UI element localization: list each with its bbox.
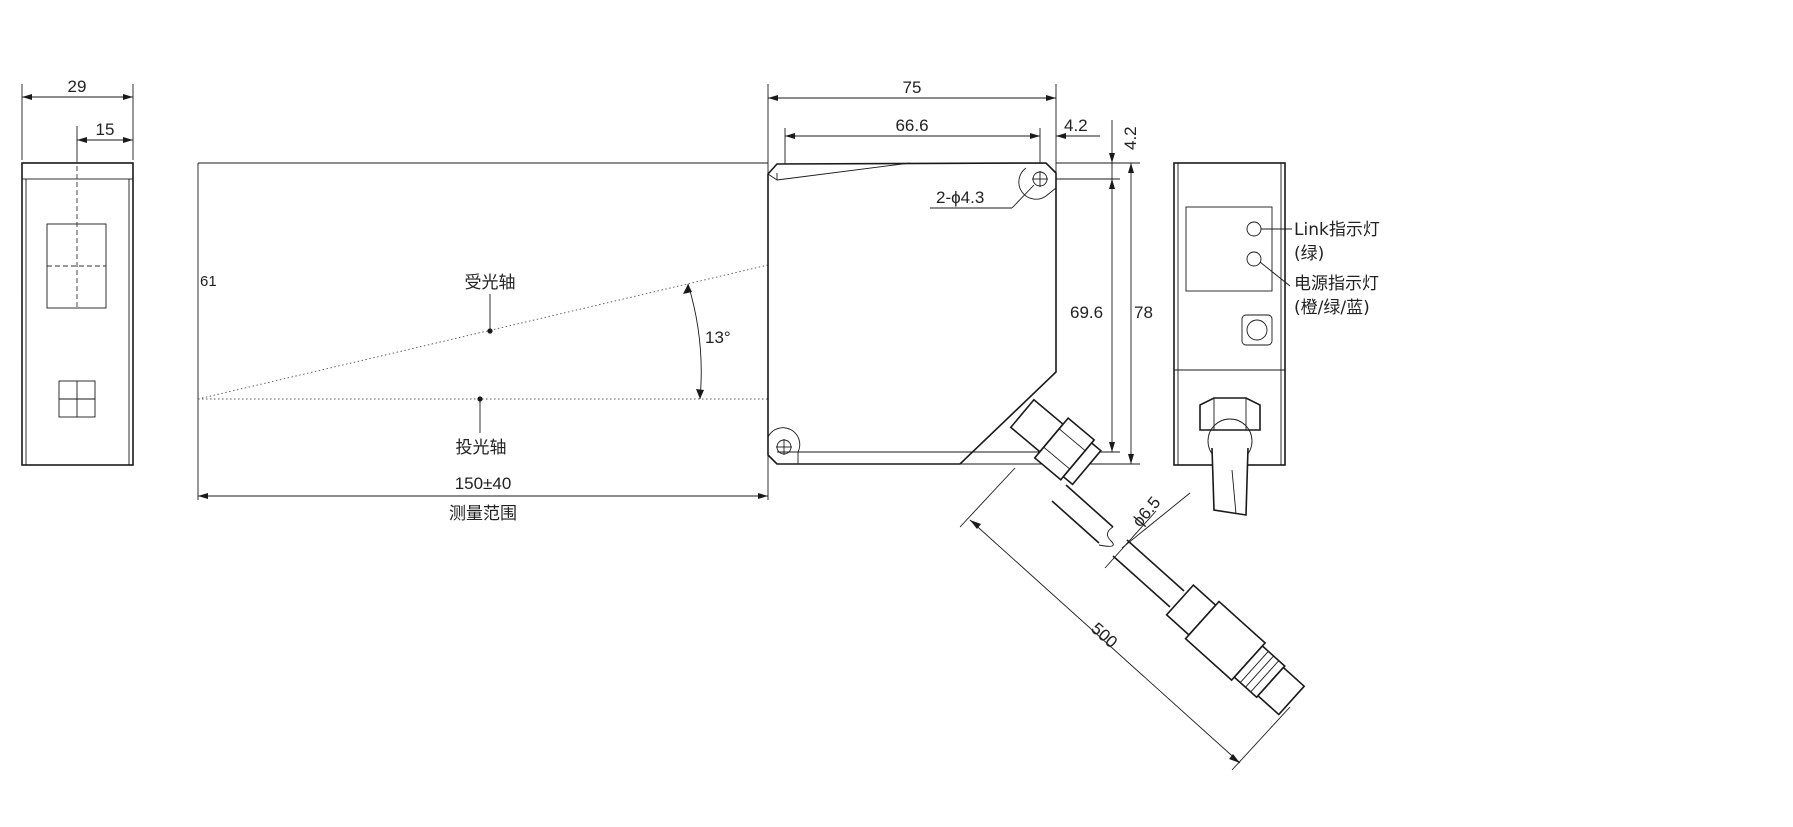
- dim-side-width: 29: [68, 77, 87, 96]
- dim-cable-dia: ϕ6.5: [1129, 493, 1165, 531]
- power-led-color: (橙/绿/蓝): [1294, 298, 1370, 318]
- dim-top-inner: 66.6: [895, 116, 928, 135]
- dim-side-half: 15: [96, 120, 115, 139]
- dim-side-offset: 4.2: [1121, 126, 1140, 150]
- dim-inner-height: 69.6: [1070, 303, 1103, 322]
- dim-cable-len: 500: [1087, 619, 1121, 652]
- right-gland: [1199, 397, 1261, 431]
- measure-range-label: 测量范围: [449, 504, 517, 524]
- angle-arc: [687, 283, 702, 400]
- dim-overall-height: 78: [1134, 303, 1153, 322]
- link-led-color: (绿): [1294, 244, 1324, 264]
- dim-angle: 13°: [705, 328, 731, 347]
- dim-height-left: 61: [200, 273, 217, 290]
- dim-range: 150±40: [455, 474, 512, 493]
- dim-hole: 2-ϕ4.3: [936, 188, 984, 207]
- power-led-label: 电源指示灯: [1294, 274, 1379, 294]
- dim-top-overall: 75: [903, 78, 922, 97]
- emit-axis-label: 投光轴: [456, 438, 507, 458]
- front-view: 75 66.6 4.2 2-ϕ4.3: [767, 78, 1306, 771]
- cable-gland: [1009, 398, 1102, 486]
- cable: [1051, 484, 1185, 608]
- dim-top-offset: 4.2: [1064, 116, 1088, 135]
- front-body-outline: [767, 162, 1057, 465]
- connector: [1165, 584, 1306, 716]
- measurement-range-area: 61 受光轴 投光轴 13° 150±40 测量范围: [197, 84, 769, 524]
- side-view-right: Link指示灯 (绿) 电源指示灯 (橙/绿/蓝): [1173, 162, 1380, 516]
- receive-axis-label: 受光轴: [465, 273, 516, 293]
- power-led: [1246, 251, 1262, 267]
- setting-button: [1241, 314, 1273, 346]
- side-body-outline: [21, 162, 134, 466]
- side-view-left: 29 15: [21, 77, 134, 466]
- led-panel: [1185, 206, 1273, 292]
- right-cable: [1211, 447, 1249, 516]
- receive-axis-line: [197, 264, 769, 400]
- link-led-label: Link指示灯: [1294, 220, 1380, 240]
